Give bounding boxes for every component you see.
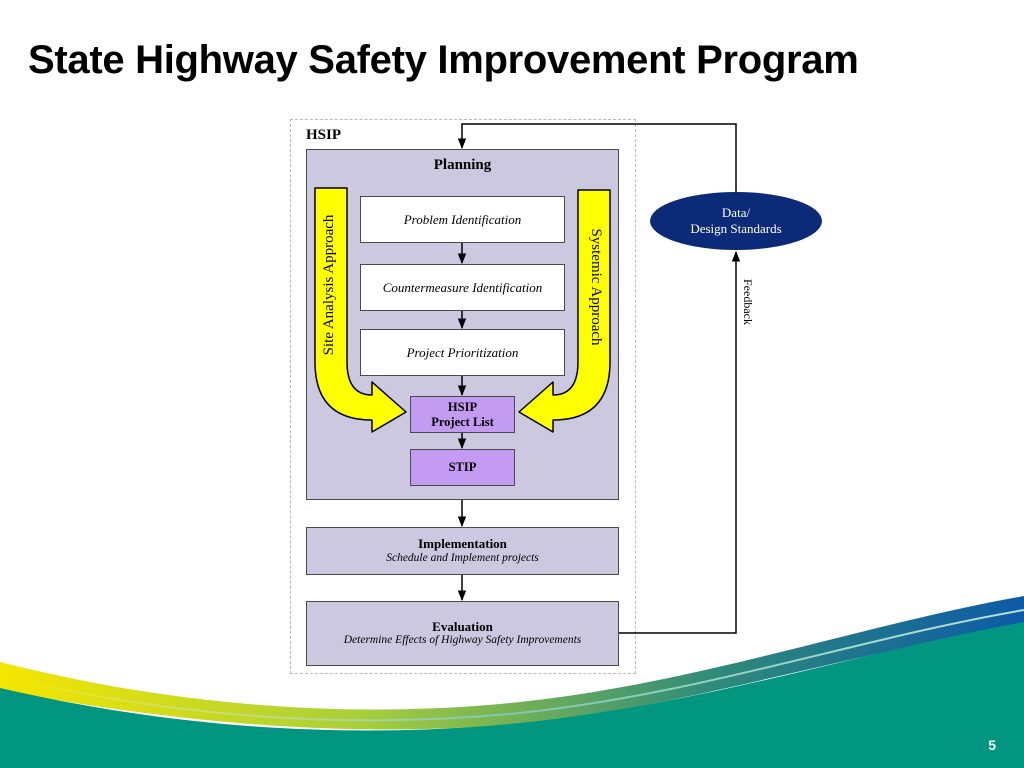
hsip-label: HSIP xyxy=(306,127,342,143)
site-analysis-approach-label: Site Analysis Approach xyxy=(321,214,337,356)
feedback-label: Feedback xyxy=(741,279,755,325)
systemic-curved-arrow xyxy=(518,189,611,433)
wave-thin-line xyxy=(0,609,1024,722)
site-analysis-curved-arrow xyxy=(314,187,407,433)
implementation-box: Implementation Schedule and Implement pr… xyxy=(306,527,619,575)
planning-title: Planning xyxy=(433,157,492,173)
evaluation-title: Evaluation xyxy=(432,618,493,634)
hsip-project-list-box: HSIP Project List xyxy=(410,396,515,433)
systemic-approach-label: Systemic Approach xyxy=(588,228,604,346)
wave-teal xyxy=(0,622,1024,768)
hsip-outline xyxy=(290,119,636,674)
evaluation-subtitle: Determine Effects of Highway Safety Impr… xyxy=(343,634,582,647)
data-design-standards-line-2: Design Standards xyxy=(690,221,782,236)
page-number: 5 xyxy=(988,737,996,753)
feedback-to-hsip-line xyxy=(457,123,737,192)
evaluation-box: Evaluation Determine Effects of Highway … xyxy=(306,601,619,666)
problem-identification-box: Problem Identification xyxy=(360,196,565,243)
data-design-standards-ellipse: Data/ Design Standards xyxy=(650,192,822,250)
wave-band xyxy=(0,596,1024,730)
hsip-project-list-line-1: HSIP xyxy=(447,399,478,414)
hsip-project-list-line-2: Project List xyxy=(431,414,494,429)
countermeasure-identification-box: Countermeasure Identification xyxy=(360,264,565,311)
implementation-title: Implementation xyxy=(418,536,507,552)
feedback-loop-line xyxy=(619,250,741,634)
implementation-subtitle: Schedule and Implement projects xyxy=(386,551,539,564)
data-design-standards-line-1: Data/ xyxy=(721,204,751,220)
project-prioritization-box: Project Prioritization xyxy=(360,329,565,376)
stip-box: STIP xyxy=(410,449,515,486)
slide-title: State Highway Safety Improvement Program xyxy=(28,38,859,82)
